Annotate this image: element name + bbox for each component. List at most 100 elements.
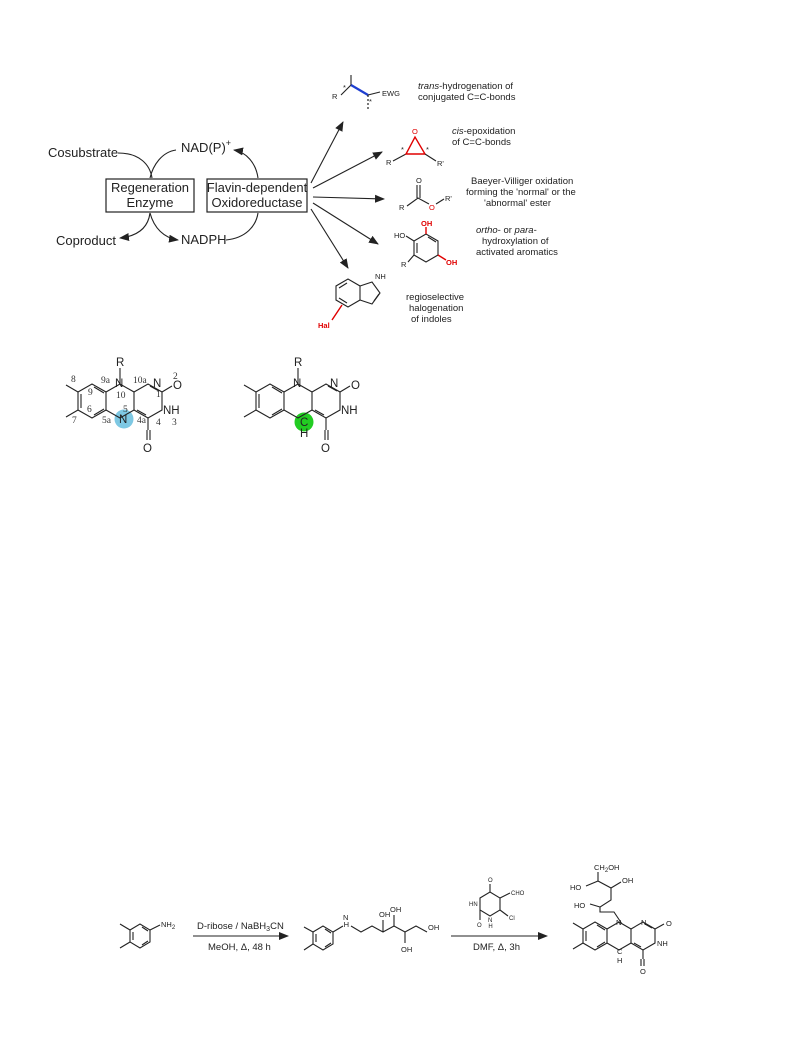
position-9: 9 <box>88 388 93 398</box>
n5-highlight <box>114 409 134 429</box>
carbonyl-bond <box>416 185 421 198</box>
position-5: 5 <box>123 405 128 415</box>
arrow-hydrogenation <box>310 121 344 184</box>
position-10a: 10a <box>133 376 148 386</box>
stereo-star: * <box>426 145 429 154</box>
product-chain <box>597 872 623 925</box>
o4-label: O <box>321 443 330 455</box>
position-7: 7 <box>72 416 77 426</box>
o2-label: O <box>173 380 182 392</box>
bond <box>392 153 407 162</box>
reagent-o-label: O <box>488 878 493 884</box>
synthesis-scheme: NH2 D-ribose / NaBH3CN MeOH, Δ, 48 h HN … <box>119 863 672 976</box>
substituent-bonds <box>243 368 351 430</box>
reagent-ring <box>479 891 501 917</box>
oh-red-label: OH <box>446 258 457 267</box>
product-ho-label: HO <box>570 883 581 892</box>
oh-label: OH <box>428 923 439 932</box>
product-ring-a <box>582 921 608 951</box>
indole-pyrrole-ring <box>359 281 381 305</box>
reaction-hydroxylation: HO OH OH R ortho- or para- hydroxylation… <box>394 219 558 269</box>
hydroxylation-caption-2: hydroxylation of <box>482 236 549 247</box>
reagent-o2-label: O <box>477 923 482 929</box>
r-prime-label: R' <box>445 194 452 203</box>
product-ring-b <box>606 921 632 951</box>
ring-c-double-bonds <box>314 385 338 416</box>
cosubstrate-label: Cosubstrate <box>48 145 118 160</box>
position-4a: 4a <box>137 416 147 426</box>
flavin-numbered-structure: R N N N O NH O 8 9a 10a 2 9 10 1 6 7 5a … <box>65 357 182 455</box>
r-label: R <box>399 203 405 212</box>
bv-caption-3: 'abnormal' ester <box>484 198 551 209</box>
nadph-label: NADPH <box>181 232 227 247</box>
position-4: 4 <box>156 418 161 428</box>
hydroxylation-caption-1: ortho- or para- <box>476 225 537 236</box>
oh-red-label: OH <box>421 219 432 228</box>
carbonyl-o-label: O <box>416 176 422 185</box>
bv-caption-2: forming the 'normal' or the <box>466 187 576 198</box>
ring-c <box>311 383 341 419</box>
product-nh-label: NH <box>657 939 668 948</box>
ewg-label: EWG <box>382 89 400 98</box>
product-h5-label: H <box>617 956 622 965</box>
product-c4-carbonyl <box>640 959 645 966</box>
reagent-cho-label: CHO <box>511 891 525 897</box>
product-c5-label: C <box>617 947 623 956</box>
epoxidation-caption-2: of C=C-bonds <box>452 137 511 148</box>
regeneration-enzyme-box <box>105 178 195 213</box>
step2-conditions-bottom: DMF, Δ, 3h <box>473 942 520 953</box>
ring-c-double-bonds <box>136 385 160 416</box>
substituent-bonds <box>65 368 173 430</box>
product-ring-c-double-bonds <box>633 923 653 948</box>
coproduct-label: Coproduct <box>56 233 116 248</box>
coproduct-arc <box>119 212 151 241</box>
bond <box>406 197 430 207</box>
ring-b <box>105 383 135 419</box>
oxidoreductase-to-nadp-arc <box>233 147 259 179</box>
position-8: 8 <box>71 375 76 385</box>
reaction-epoxidation: R O * * R' cis-epoxidation of C=C-bonds <box>386 126 515 168</box>
n10-label: N <box>293 378 301 390</box>
arrow-baeyer-villiger <box>312 194 385 203</box>
oh-bond-red <box>437 254 447 261</box>
hal-bond-red <box>331 304 343 321</box>
stereo-star: * <box>343 83 346 92</box>
intermediate-double-bonds <box>315 928 332 948</box>
ester-o-label: O <box>429 203 435 212</box>
epoxidation-caption-1: cis-epoxidation <box>452 126 515 137</box>
position-9a: 9a <box>101 376 111 386</box>
hydroxylation-caption-3: activated aromatics <box>476 247 558 258</box>
position-1: 1 <box>156 390 161 400</box>
hydrogenation-caption-1: trans-hydrogenation of <box>418 81 513 92</box>
product-oh-bonds <box>585 880 622 908</box>
hal-label: Hal <box>318 321 330 330</box>
bond <box>424 153 437 162</box>
bv-caption-1: Baeyer-Villiger oxidation <box>471 176 573 187</box>
nadph-to-oxidoreductase-arc <box>225 212 259 241</box>
reagent-cl-label: Cl <box>509 916 515 922</box>
ring-double-bond <box>416 236 437 253</box>
oxidoreductase-box <box>206 178 308 213</box>
position-6: 6 <box>87 405 92 415</box>
ribityl-oh-bonds <box>382 915 406 943</box>
bond <box>435 198 445 205</box>
n1-label: N <box>330 378 338 390</box>
r-label: R <box>116 357 124 369</box>
r-label: R <box>401 260 407 269</box>
benzene-ring <box>413 233 439 263</box>
product-o2-label: O <box>666 919 672 928</box>
ribityl-chain <box>350 925 428 933</box>
r-label: R <box>332 92 338 101</box>
stereo-star: * <box>369 97 372 106</box>
arrow-epoxidation <box>312 151 383 189</box>
r-label: R <box>294 357 302 369</box>
arrow-halogenation <box>310 208 349 269</box>
h5-label: H <box>300 428 308 440</box>
regeneration-label-1: Regeneration <box>111 180 189 195</box>
product-oh-label: OH <box>622 876 633 885</box>
position-3: 3 <box>172 418 177 428</box>
product-ring-a-double-bonds <box>585 924 606 948</box>
product-ring-c <box>630 921 656 951</box>
